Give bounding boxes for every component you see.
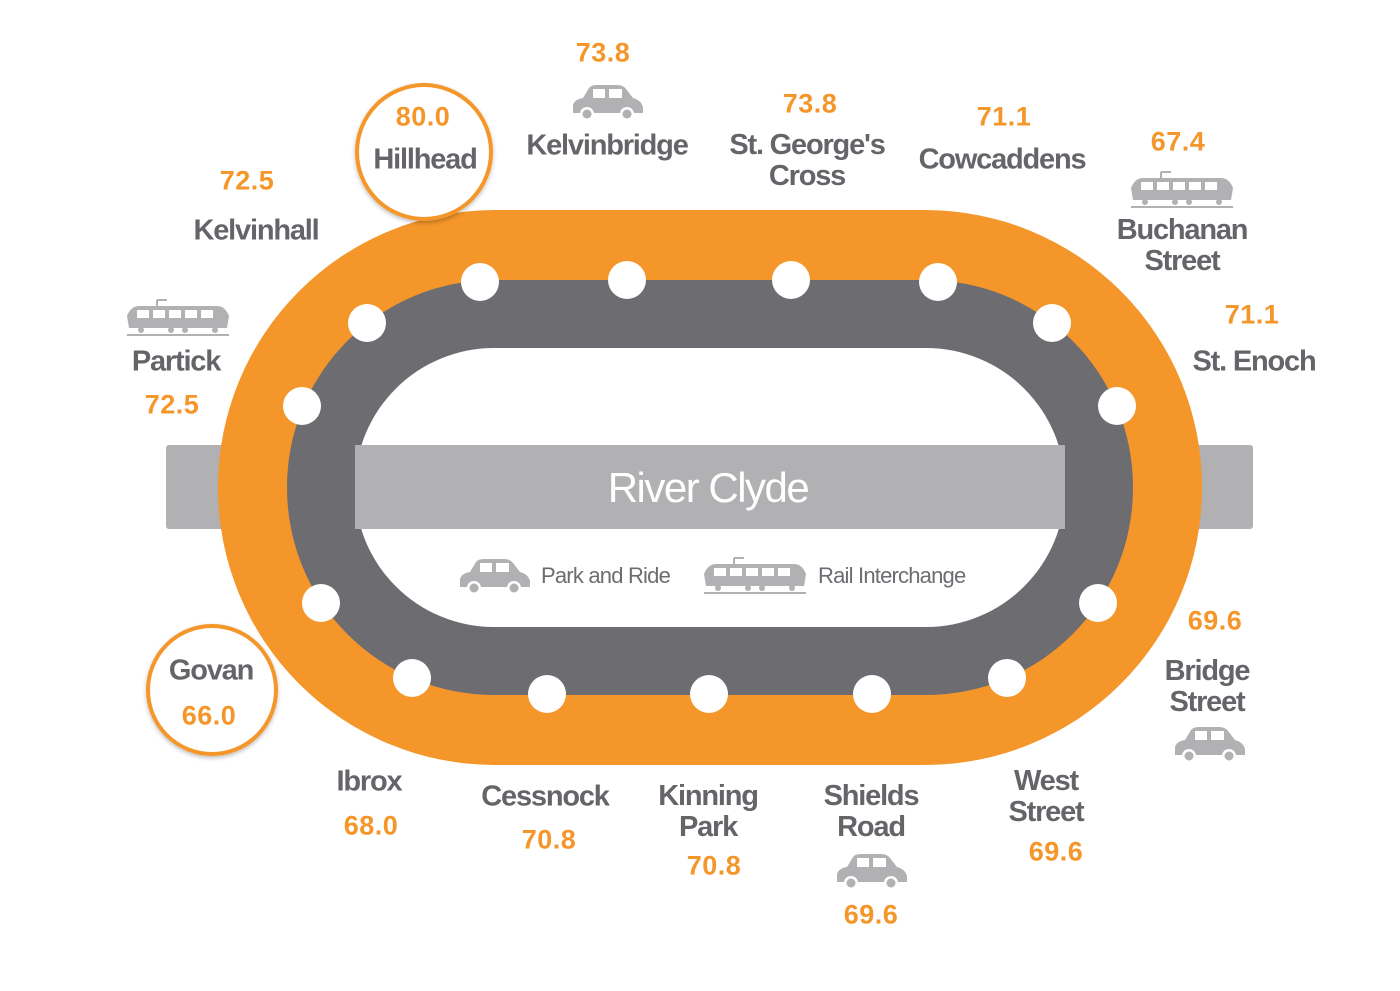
station-value: 71.1	[1224, 299, 1280, 330]
train-icon	[1127, 170, 1237, 210]
legend-rail-interchange: Rail Interchange	[818, 563, 966, 588]
train-icon	[700, 556, 810, 596]
station-dot[interactable]	[283, 387, 321, 425]
station-value: 73.8	[782, 88, 838, 119]
car-icon	[569, 83, 645, 123]
station-dot[interactable]	[528, 675, 566, 713]
car-icon	[456, 557, 532, 597]
car-icon	[833, 852, 909, 892]
station-value: 68.0	[343, 810, 399, 841]
station-name: Shields Road	[823, 780, 920, 843]
station-name: Bridge Street	[1164, 655, 1251, 718]
station-value: 70.8	[686, 850, 742, 881]
station-value: 70.8	[521, 824, 577, 855]
legend-park-and-ride: Park and Ride	[541, 563, 671, 588]
station-name: Ibrox	[336, 765, 403, 798]
highlight-ring	[355, 83, 493, 221]
station-name: Kelvinbridge	[526, 129, 688, 162]
station-value: 80.0	[395, 101, 451, 132]
station-dot[interactable]	[608, 261, 646, 299]
station-dot[interactable]	[302, 584, 340, 622]
car-icon	[1171, 725, 1247, 765]
station-value: 67.4	[1150, 126, 1206, 157]
station-dot[interactable]	[1098, 387, 1136, 425]
station-name: Kinning Park	[658, 780, 759, 843]
station-name: Partick	[131, 345, 222, 378]
station-dot[interactable]	[853, 675, 891, 713]
river-label: River Clyde	[607, 464, 810, 511]
station-dot[interactable]	[772, 261, 810, 299]
station-dot[interactable]	[690, 675, 728, 713]
station-value: 73.8	[575, 37, 631, 68]
river-band-inner	[355, 445, 1065, 529]
station-name: St. Enoch	[1192, 345, 1317, 378]
station-dot[interactable]	[1079, 584, 1117, 622]
station-dot[interactable]	[919, 263, 957, 301]
station-name: Kelvinhall	[193, 214, 320, 247]
station-name: Hillhead	[373, 143, 477, 176]
station-value: 72.5	[144, 389, 200, 420]
station-value: 66.0	[181, 700, 237, 731]
station-value: 69.6	[843, 899, 899, 930]
station-dot[interactable]	[1033, 304, 1071, 342]
station-name: St. George's Cross	[729, 129, 885, 192]
station-name: Cowcaddens	[918, 143, 1087, 176]
highlight-ring	[146, 624, 278, 756]
station-name: Cessnock	[481, 780, 610, 813]
station-dot[interactable]	[461, 263, 499, 301]
station-value: 69.6	[1028, 836, 1084, 867]
station-dot[interactable]	[988, 659, 1026, 697]
station-value: 71.1	[976, 101, 1032, 132]
station-name: West Street	[1008, 765, 1085, 828]
station-value: 72.5	[219, 165, 275, 196]
station-name: Buchanan Street	[1116, 214, 1249, 277]
station-name: Govan	[168, 654, 254, 687]
train-icon	[123, 298, 233, 338]
station-dot[interactable]	[348, 304, 386, 342]
station-value: 69.6	[1187, 605, 1243, 636]
station-dot[interactable]	[393, 659, 431, 697]
